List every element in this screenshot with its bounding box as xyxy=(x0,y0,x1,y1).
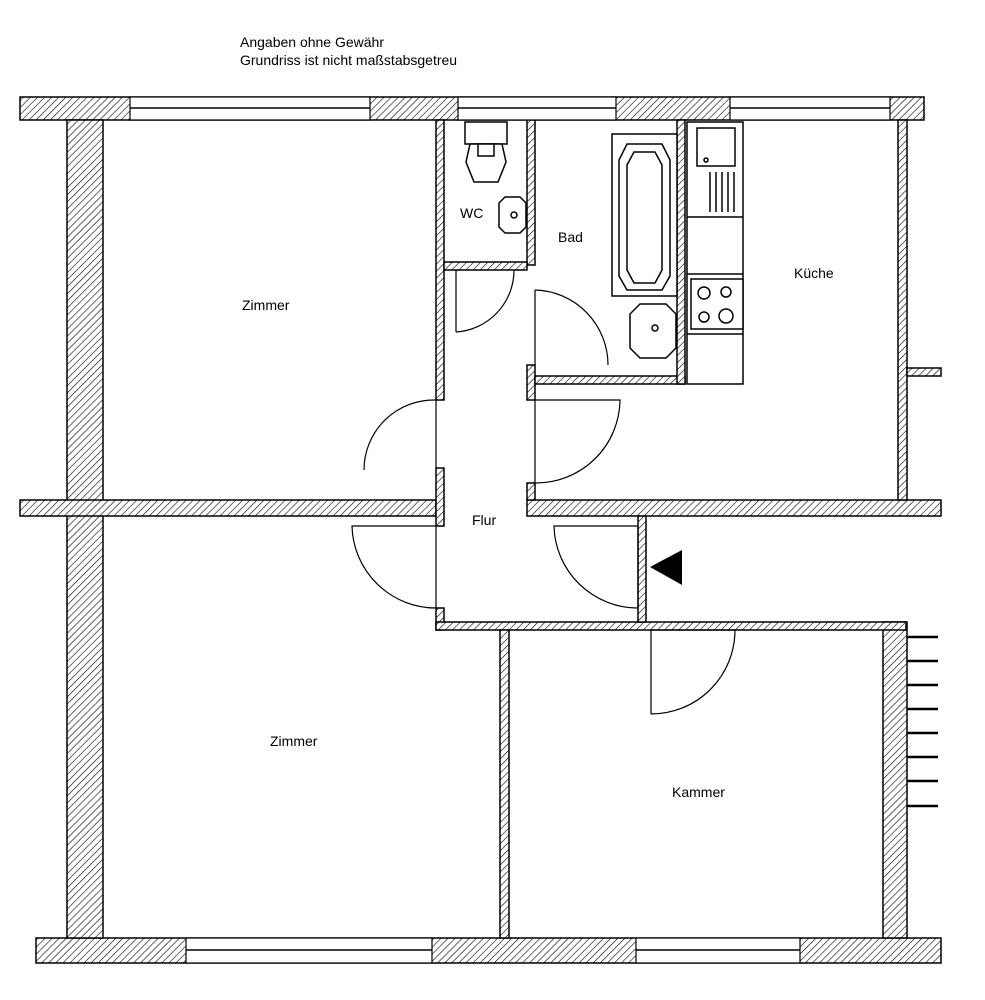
wall-hall-right-mid xyxy=(526,364,536,401)
room-label-zimmer-bottom: Zimmer xyxy=(270,733,318,749)
room-label-flur: Flur xyxy=(472,512,496,528)
room-label-bad: Bad xyxy=(558,229,583,245)
wall-hall-left-mid xyxy=(435,467,445,527)
room-labels: Zimmer WC Bad Küche Flur Zimmer Kammer xyxy=(242,205,834,800)
walls xyxy=(19,96,942,964)
windows xyxy=(129,96,891,964)
kitchen-sink-icon xyxy=(696,127,736,212)
disclaimer-line-2: Grundriss ist nicht maßstabsgetreu xyxy=(240,52,458,68)
wall-flur-bottom xyxy=(435,621,907,631)
wall-kitchen-right xyxy=(897,119,908,501)
wall-mid-left xyxy=(19,499,437,517)
bathtub-icon xyxy=(611,133,678,297)
wall-left xyxy=(66,119,104,939)
stove-icon xyxy=(690,278,744,330)
wall-zimmer-kammer xyxy=(499,629,510,939)
disclaimer: Angaben ohne Gewähr Grundriss ist nicht … xyxy=(240,33,457,69)
wall-hall-right-lower xyxy=(526,482,536,501)
toilet-icon xyxy=(464,121,508,183)
wc-sink-icon xyxy=(498,196,527,234)
wall-hall-right-upper xyxy=(526,119,536,266)
room-label-kueche: Küche xyxy=(794,265,834,281)
fixtures xyxy=(464,121,938,808)
balcony-railing-icon xyxy=(907,635,938,808)
entrance-arrow-icon xyxy=(650,550,682,585)
disclaimer-line-1: Angaben ohne Gewähr xyxy=(240,34,384,50)
wall-stub-kitchen xyxy=(906,367,942,377)
wall-entrance xyxy=(637,515,647,623)
wall-mid-right xyxy=(526,499,942,517)
wall-hall-left-upper xyxy=(435,119,445,401)
wall-bad-kitchen xyxy=(676,119,686,385)
wall-wc-bottom xyxy=(443,261,528,271)
kitchen-unit xyxy=(686,121,744,385)
room-label-zimmer-top: Zimmer xyxy=(242,297,290,313)
wall-bottom xyxy=(35,937,942,964)
room-label-wc: WC xyxy=(460,205,483,221)
wall-kammer-right xyxy=(882,621,908,939)
bad-sink-icon xyxy=(629,303,677,359)
doors xyxy=(351,269,736,715)
wall-bad-bottom xyxy=(534,375,686,385)
room-label-kammer: Kammer xyxy=(672,784,725,800)
